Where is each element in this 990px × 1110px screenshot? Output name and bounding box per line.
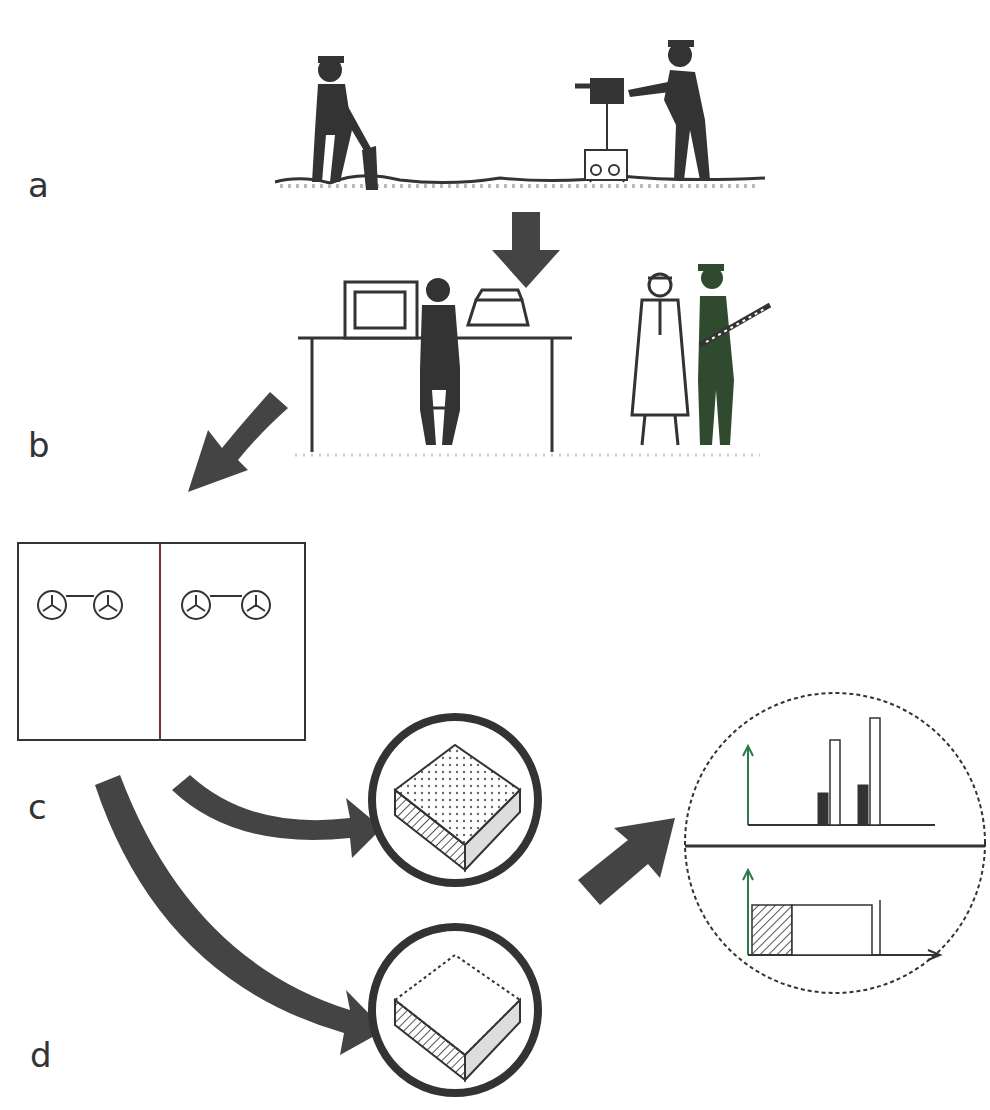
flow-arrow — [95, 775, 385, 1055]
flow-arrow — [172, 775, 382, 858]
field-scene — [275, 40, 765, 190]
flow-arrow — [188, 392, 288, 492]
tape-drive — [18, 543, 305, 740]
disk-pack — [372, 717, 538, 1093]
panel-letter: a — [28, 168, 49, 202]
flow-arrow — [578, 818, 675, 905]
panel-letter: b — [28, 428, 50, 462]
result-charts — [685, 693, 985, 993]
panel-letter: d — [30, 1038, 52, 1072]
flow-arrow — [492, 212, 560, 288]
lab-scene — [295, 264, 770, 455]
panel-letter: c — [28, 790, 47, 824]
